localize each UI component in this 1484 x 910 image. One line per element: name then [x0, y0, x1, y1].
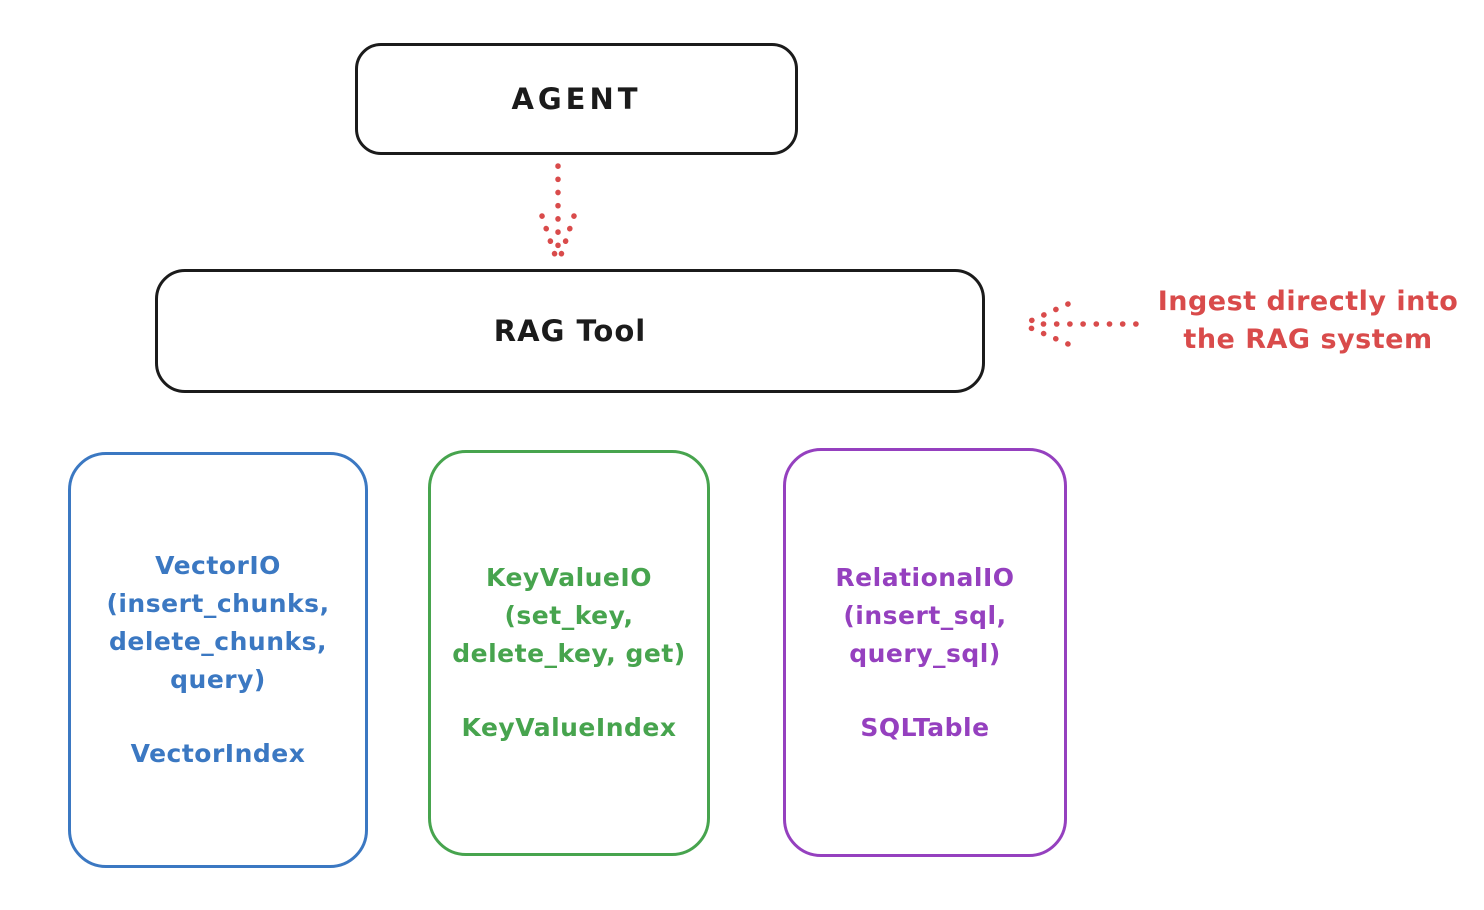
arrow-annotation-to-rag-icon: [1023, 301, 1139, 347]
vector-io-title-line: VectorIO: [155, 551, 281, 580]
agent-label: AGENT: [511, 82, 642, 116]
relational-io-box: RelationalIO (insert_sql, query_sql) SQL…: [783, 448, 1067, 857]
relational-io-title-line: (insert_sql,: [843, 600, 1007, 630]
vector-io-title-line: query): [170, 665, 266, 694]
agent-node: AGENT: [355, 43, 798, 155]
sql-table-label: SQLTable: [860, 712, 990, 742]
rag-tool-label: RAG Tool: [493, 314, 647, 348]
annotation-line-2: the RAG system: [1183, 324, 1433, 355]
relational-io-title-line: RelationalIO: [835, 562, 1015, 592]
vector-io-box: VectorIO (insert_chunks, delete_chunks, …: [68, 452, 368, 868]
key-value-index-label: KeyValueIndex: [461, 713, 677, 742]
key-value-io-box: KeyValueIO (set_key, delete_key, get) Ke…: [428, 450, 710, 856]
vector-io-title-line: (insert_chunks,: [106, 589, 330, 618]
vector-index-label: VectorIndex: [130, 739, 306, 768]
key-value-io-title-line: delete_key, get): [452, 639, 686, 668]
key-value-io-title-line: KeyValueIO: [486, 563, 652, 592]
annotation-line-1: Ingest directly into: [1157, 286, 1459, 317]
arrow-agent-to-rag-icon: [539, 163, 577, 261]
annotation-text: Ingest directly into the RAG system: [1140, 283, 1476, 359]
vector-io-title-line: delete_chunks,: [109, 627, 327, 656]
relational-io-title-line: query_sql): [849, 638, 1001, 668]
key-value-io-title-line: (set_key,: [504, 601, 634, 630]
rag-tool-node: RAG Tool: [155, 269, 985, 393]
